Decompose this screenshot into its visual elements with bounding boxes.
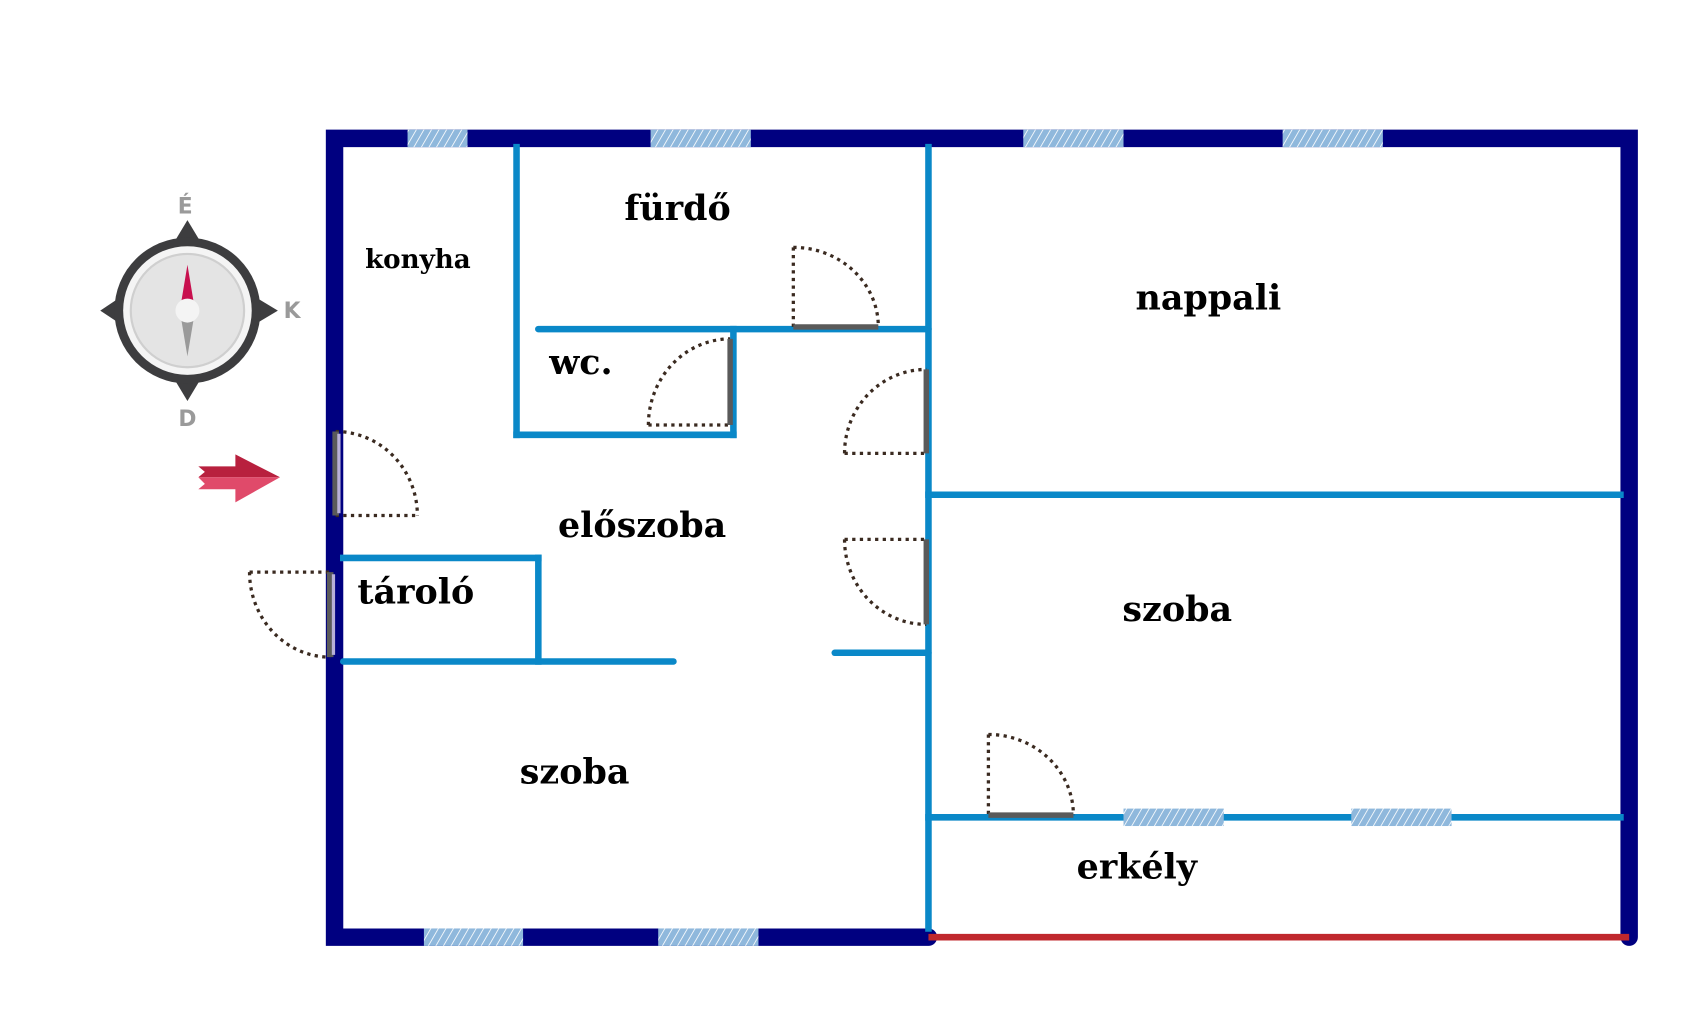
- room-label-konyha: konyha: [365, 244, 471, 275]
- door-entrance: [332, 429, 420, 518]
- door-furdo: [791, 245, 880, 330]
- room-label-wc: wc.: [548, 342, 612, 383]
- room-label-nappali: nappali: [1136, 277, 1282, 318]
- room-label-szoba-left: szoba: [520, 752, 630, 793]
- window: [1123, 808, 1224, 827]
- entrance-arrow-icon: [198, 454, 281, 503]
- room-label-eloszoba: előszoba: [558, 505, 726, 546]
- room-label-tarolo: tároló: [357, 572, 474, 613]
- room-label-furdo: fürdő: [624, 188, 730, 229]
- door-szoba-right: [842, 537, 930, 627]
- compass-south-label: D: [178, 407, 196, 432]
- outer-walls: [325, 129, 1638, 946]
- window: [650, 129, 751, 148]
- window: [1351, 808, 1452, 827]
- window: [658, 928, 759, 946]
- window: [407, 129, 468, 148]
- compass-icon: É K D: [100, 194, 302, 432]
- door-tarolo-exterior: [247, 570, 336, 659]
- compass-east-label: K: [284, 299, 302, 324]
- windows: [407, 129, 1383, 946]
- door-wc: [646, 337, 733, 427]
- window: [423, 928, 524, 946]
- window: [1023, 129, 1124, 148]
- room-label-szoba-right: szoba: [1122, 589, 1232, 630]
- inner-walls: [339, 143, 1624, 932]
- door-nappali: [842, 367, 930, 455]
- window: [1282, 129, 1383, 148]
- room-label-erkely: erkély: [1077, 846, 1199, 887]
- door-erkely: [986, 732, 1076, 818]
- compass-north-label: É: [178, 194, 193, 220]
